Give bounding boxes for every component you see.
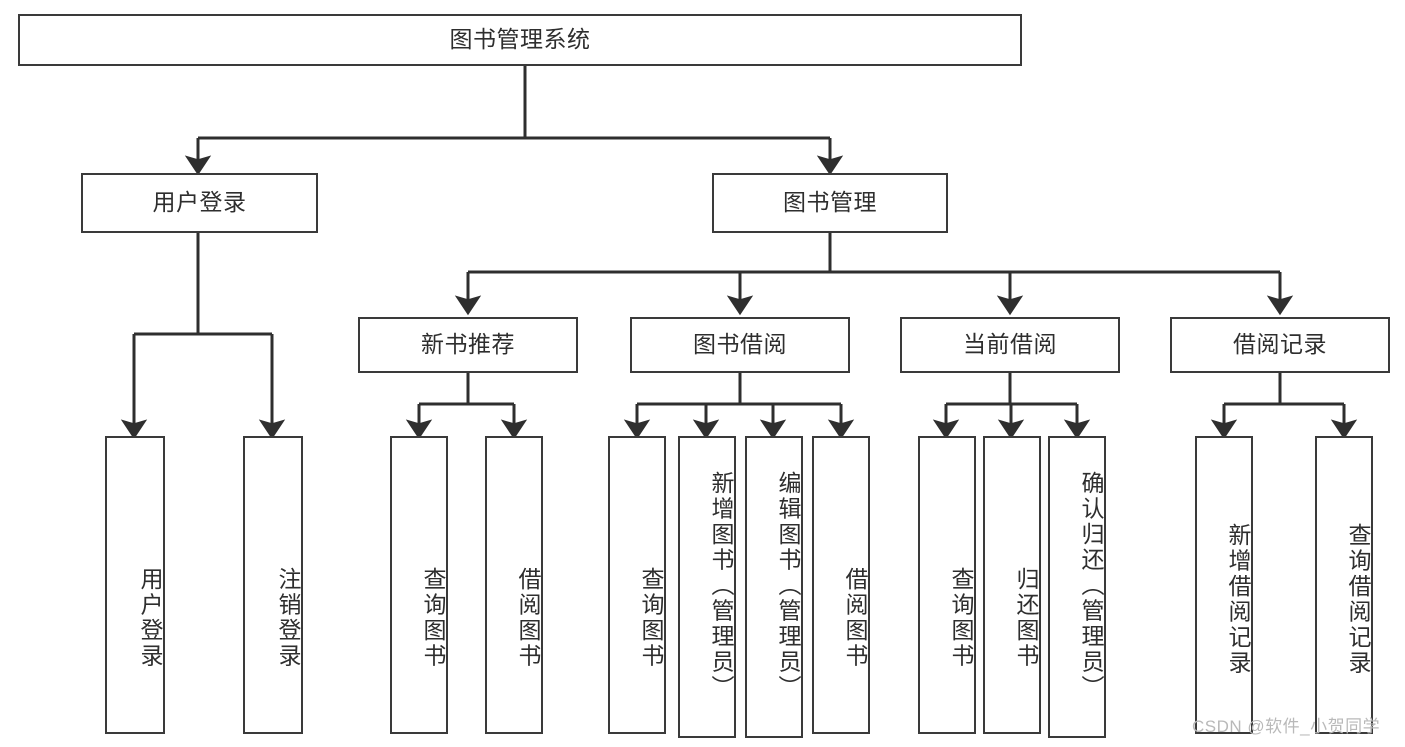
node-new-book-recommend[interactable]: 新书推荐 xyxy=(358,317,578,373)
node-current-borrow[interactable]: 当前借阅 xyxy=(900,317,1120,373)
leaf-user-login-signin[interactable]: 用户登录 xyxy=(105,436,165,734)
leaf-record-query-record[interactable]: 查询借阅记录 xyxy=(1315,436,1373,734)
leaf-new-book-query[interactable]: 查询图书 xyxy=(390,436,448,734)
leaf-borrow-query-book[interactable]: 查询图书 xyxy=(608,436,666,734)
watermark-csdn: CSDN @软件_小贺同学 xyxy=(1192,717,1381,736)
node-borrow-record[interactable]: 借阅记录 xyxy=(1170,317,1390,373)
node-book-management[interactable]: 图书管理 xyxy=(712,173,948,233)
leaf-current-confirm-return-admin[interactable]: 确认归还（管理员） xyxy=(1048,436,1106,738)
leaf-user-login-signout[interactable]: 注销登录 xyxy=(243,436,303,734)
node-book-borrow[interactable]: 图书借阅 xyxy=(630,317,850,373)
leaf-borrow-borrow-book[interactable]: 借阅图书 xyxy=(812,436,870,734)
node-user-login[interactable]: 用户登录 xyxy=(81,173,318,233)
leaf-record-add-record[interactable]: 新增借阅记录 xyxy=(1195,436,1253,734)
node-root[interactable]: 图书管理系统 xyxy=(18,14,1022,66)
leaf-current-return-book[interactable]: 归还图书 xyxy=(983,436,1041,734)
leaf-borrow-add-book-admin[interactable]: 新增图书（管理员） xyxy=(678,436,736,738)
leaf-current-query-book[interactable]: 查询图书 xyxy=(918,436,976,734)
leaf-borrow-edit-book-admin[interactable]: 编辑图书（管理员） xyxy=(745,436,803,738)
leaf-new-book-borrow[interactable]: 借阅图书 xyxy=(485,436,543,734)
